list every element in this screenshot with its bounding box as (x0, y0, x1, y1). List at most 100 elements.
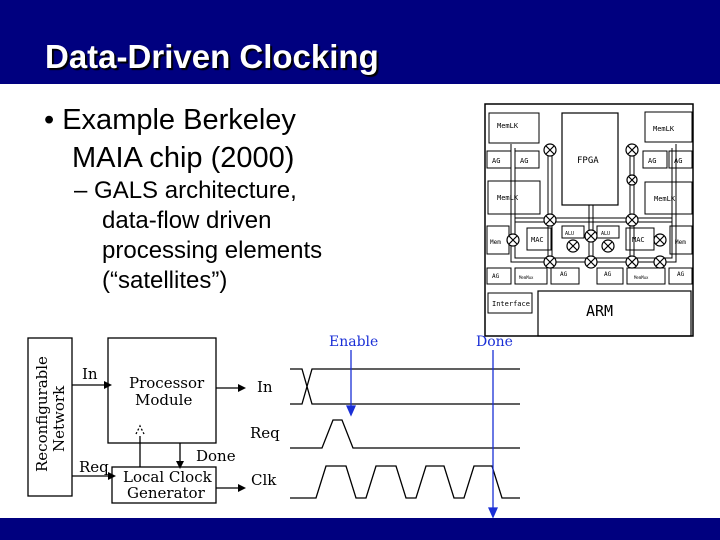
label-processor: Processor (129, 374, 205, 392)
label-ag-6: AG (677, 271, 685, 278)
block-memlk-tl (488, 112, 540, 144)
label-done-timing: Done (476, 334, 513, 350)
in-arrowhead (104, 381, 112, 389)
label-generator: Generator (127, 484, 206, 502)
block-memmux-l (514, 267, 548, 285)
block-arm (537, 290, 692, 337)
switch-2 (625, 143, 639, 157)
label-mac-l: MAC (531, 236, 544, 244)
block-memlk-ml (487, 180, 541, 215)
sub-bullet-marker: – (74, 177, 88, 204)
block-interface (487, 292, 533, 314)
switch-4 (625, 213, 639, 227)
switch-7 (566, 239, 580, 253)
block-ag-6 (668, 267, 693, 285)
switch-10 (543, 255, 557, 269)
label-mem-l: Mem (490, 239, 501, 246)
switch-8 (601, 239, 615, 253)
req-arrowhead (108, 472, 116, 480)
clk-out-arrowhead (238, 484, 246, 492)
switch-3 (543, 213, 557, 227)
switch-14 (626, 174, 638, 186)
block-fpga (561, 112, 619, 206)
label-memlk-mr: MemLK (654, 195, 676, 203)
label-memlk-tl: MemLK (497, 122, 519, 130)
label-network: Network (50, 385, 68, 452)
in-waveform-top (290, 368, 520, 405)
label-alu-l: ALU (565, 231, 574, 237)
label-memlk-tr: MemLK (653, 125, 675, 133)
signal-clk-label: Clk (251, 471, 277, 489)
sub-bullet-line-4: (“satellites”) (102, 267, 228, 294)
block-alu-l (561, 225, 585, 239)
block-memlk-mr (644, 181, 693, 215)
local-clock-generator-box (111, 466, 217, 504)
label-mac-r: MAC (632, 236, 645, 244)
label-memmux-l: MemMux (519, 275, 534, 280)
label-mem-r: Mem (675, 239, 686, 246)
label-alu-r: ALU (601, 231, 610, 237)
clk-up-arrow (135, 424, 145, 435)
label-interface: Interface (492, 300, 530, 308)
label-req: Req (79, 458, 109, 476)
label-ag-7: AG (560, 271, 568, 278)
label-memlk-ml: MemLK (497, 194, 519, 202)
switch-1 (543, 143, 557, 157)
label-ag-2: AG (520, 157, 528, 165)
switch-12 (625, 255, 639, 269)
block-mac-l (526, 227, 552, 251)
block-ag-5 (486, 267, 512, 285)
block-ag-8 (596, 267, 624, 285)
label-local-clock: Local Clock (123, 468, 213, 486)
label-ag-1: AG (492, 157, 500, 165)
switch-6 (653, 233, 667, 247)
footer-bar (0, 518, 720, 540)
label-ag-8: AG (604, 271, 612, 278)
sub-bullet-line-2: data-flow driven (102, 207, 272, 234)
in-out-arrowhead (238, 384, 246, 392)
block-memmux-r (626, 267, 666, 285)
clk-waveform (290, 465, 520, 499)
bullet-1-text: Example Berkeley (62, 104, 296, 136)
done-arrowhead (176, 461, 184, 469)
signal-in-label: In (257, 378, 273, 396)
slide-title: Data-Driven Clocking (45, 38, 379, 75)
sub-bullet-line-1: GALS architecture, (94, 177, 297, 204)
in-waveform-bottom (290, 368, 520, 405)
reconfigurable-network-box (27, 337, 73, 497)
bullet-1-line-2: MAIA chip (2000) (72, 142, 295, 174)
label-enable: Enable (329, 334, 378, 350)
label-module: Module (135, 391, 192, 409)
switch-9 (584, 229, 598, 243)
block-ag-7 (550, 267, 580, 285)
done-timing-arrowhead (487, 507, 499, 519)
label-ag-5: AG (492, 273, 500, 280)
block-ag-3 (642, 150, 668, 169)
block-mem-r (669, 225, 693, 255)
label-memmux-r: MemMux (634, 275, 649, 280)
bullet-marker: • (44, 104, 55, 136)
req-waveform (290, 419, 520, 449)
title-bar: Data-Driven Clocking (0, 0, 720, 84)
label-done: Done (196, 447, 236, 465)
switch-13 (653, 255, 667, 269)
label-ag-3: AG (648, 157, 656, 165)
label-in: In (82, 365, 98, 383)
block-memlk-tr (644, 111, 693, 143)
block-alu-r (596, 225, 620, 239)
label-ag-4: AG (674, 157, 682, 165)
processor-module-box (107, 337, 217, 444)
switch-11 (584, 255, 598, 269)
label-fpga: FPGA (577, 156, 599, 166)
block-ag-4 (668, 150, 693, 169)
label-reconfigurable: Reconfigurable (33, 356, 51, 472)
bullet-1: • Example Berkeley (44, 101, 296, 139)
enable-arrowhead (345, 405, 357, 417)
signal-req-label: Req (250, 424, 280, 442)
switch-5 (506, 233, 520, 247)
label-arm: ARM (586, 302, 613, 320)
sub-bullet: – GALS architecture, (74, 176, 297, 206)
